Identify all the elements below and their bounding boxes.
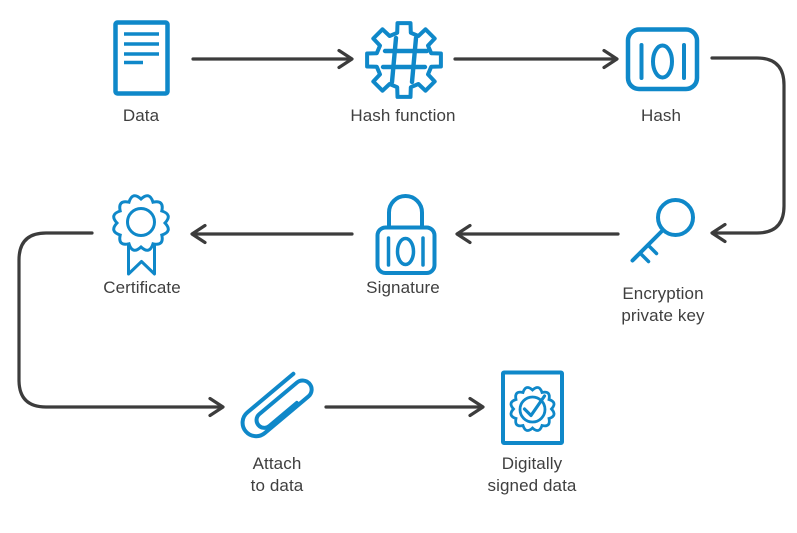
arrow-encryption-private-key-to-signature xyxy=(455,223,620,245)
key-icon xyxy=(630,198,695,264)
label-digitally-signed-data: Digitally signed data xyxy=(487,454,577,495)
arrow-hash-to-encryption-private-key xyxy=(710,56,786,244)
flow-arrows xyxy=(17,48,786,418)
arrow-certificate-to-attach-to-data xyxy=(17,231,225,418)
label-encryption-private-key: Encryption private key xyxy=(621,284,705,325)
arrow-hash-function-to-hash xyxy=(453,48,619,70)
arrow-signature-to-certificate xyxy=(190,223,354,245)
label-signature: Signature xyxy=(366,278,440,297)
binary-101-icon xyxy=(625,27,700,92)
label-hash: Hash xyxy=(640,106,682,125)
rosette-ribbon-icon xyxy=(112,194,170,276)
padlock-binary-icon xyxy=(375,194,437,275)
label-data: Data xyxy=(122,106,160,125)
document-seal-check-icon xyxy=(501,370,564,445)
label-hash-function: Hash function xyxy=(350,106,456,125)
label-certificate: Certificate xyxy=(103,278,181,297)
label-attach-to-data: Attach to data xyxy=(250,454,304,495)
arrow-data-to-hash-function xyxy=(191,48,354,70)
gear-hash-icon xyxy=(365,21,443,99)
paperclip-icon xyxy=(240,371,314,439)
arrow-attach-to-data-to-digitally-signed-data xyxy=(324,396,485,418)
document-lines-icon xyxy=(113,20,170,96)
